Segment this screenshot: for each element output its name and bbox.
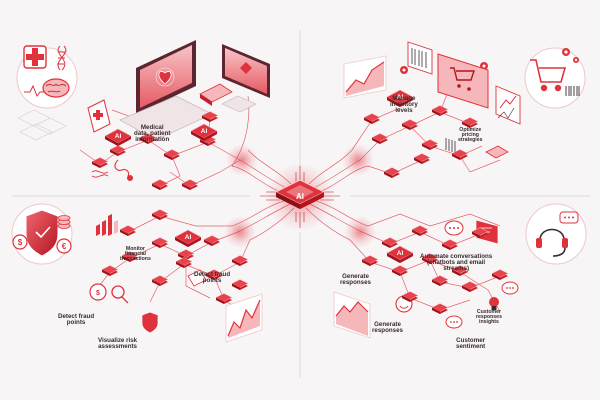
label-optimize-pricing-line3: strategies	[458, 137, 483, 144]
headset-icon	[536, 228, 568, 257]
sentiment-chart-panel	[333, 291, 371, 339]
dna-icon	[57, 45, 67, 71]
receipt-icon	[495, 85, 521, 125]
coin-stack-icon	[57, 215, 71, 229]
barcode-icon	[565, 86, 580, 96]
secondary-monitor-icon	[221, 44, 270, 113]
central-ai-label: AI	[296, 192, 304, 201]
label-optimize-pricing-line1: Optimize	[459, 127, 482, 133]
customer-service-ai-chip-label: AI	[397, 250, 404, 257]
label-generate-responses-top-line1: Generate	[342, 273, 369, 280]
label-monitor-transactions-line1: Monitor	[125, 246, 145, 252]
isometric-tiles-decor	[17, 109, 67, 141]
line-chart-icon	[343, 55, 387, 99]
quadrant-dividers	[12, 30, 590, 378]
label-automate-conversations: Automate conversations (chatbots and ema…	[420, 253, 493, 273]
label-visualize-risk-line1: Visualize risk	[98, 337, 138, 344]
healthcare-icon-circle	[16, 45, 78, 109]
healthcare-ai-chip-left-label: AI	[115, 133, 122, 140]
label-customer-sentiment-line1: Customer	[456, 337, 486, 344]
retail-ai-chip-label: AI	[397, 94, 404, 101]
label-detect-fraud-left-line1: Detect fraud	[58, 313, 95, 320]
risk-chart-panel	[225, 293, 263, 343]
label-customer-responses: Customer responses insights	[476, 309, 502, 326]
chat-bubble-c-icon	[501, 281, 519, 295]
customer-service-icon-circle	[525, 203, 587, 265]
finance-ai-chip-label: AI	[185, 234, 192, 241]
stacked-box-icon	[485, 145, 509, 159]
label-generate-responses-top-line2: responses	[340, 279, 371, 287]
heartbeat-line	[24, 84, 44, 98]
screen-device-icon	[199, 83, 233, 106]
heart-scan-icon	[155, 67, 175, 87]
label-visualize-risk-line2: assessments	[98, 343, 137, 351]
desktop-monitor-icon	[119, 40, 213, 141]
euro-coin-icon: €	[56, 238, 72, 254]
finance-icon-circle: $ €	[11, 203, 73, 265]
retail-icon-circle	[524, 47, 586, 109]
label-medical-data-line1: Medical	[140, 124, 164, 131]
label-manage-inventory-line3: levels	[395, 107, 413, 115]
label-visualize-risk: Visualize risk assessments	[98, 337, 138, 351]
magnifier-icon	[111, 285, 129, 304]
lightbulb-icon	[489, 297, 499, 310]
label-generate-responses-bottom-line1: Generate	[374, 321, 401, 328]
barcode-tag-icon	[407, 41, 433, 75]
label-optimize-pricing-line2: pricing	[461, 132, 479, 139]
shopping-cart-screen-icon	[437, 53, 489, 109]
healthcare-ai-chip-right-label: AI	[201, 128, 208, 135]
svg-text:€: €	[62, 242, 67, 251]
svg-text:$: $	[96, 290, 100, 297]
label-generate-responses-bottom-line2: responses	[372, 327, 403, 335]
label-generate-responses-bottom: Generate responses	[372, 321, 403, 335]
shopping-cart-icon	[530, 59, 567, 92]
chat-bubble-b-icon	[445, 315, 463, 329]
brain-icon	[42, 78, 70, 98]
label-detect-fraud-right-line1: Detect fraud	[194, 271, 231, 278]
coin-icon: $	[89, 283, 107, 301]
label-customer-responses-line2: responses	[476, 314, 502, 321]
label-medical-data-line2: data, patient	[134, 130, 171, 138]
security-shield-small-icon	[141, 311, 159, 334]
label-customer-sentiment: Customer sentiment	[456, 337, 486, 351]
stethoscope-icon	[114, 159, 134, 182]
label-monitor-transactions: Monitor financial transactions	[120, 246, 151, 263]
svg-text:$: $	[18, 238, 23, 247]
label-automate-conversations-line3: streams)	[443, 265, 469, 273]
label-automate-conversations-line1: Automate conversations	[420, 253, 493, 260]
label-customer-responses-line3: insights	[479, 319, 499, 326]
label-customer-sentiment-line2: sentiment	[456, 343, 486, 351]
label-detect-fraud-left: Detect fraud points	[58, 313, 95, 327]
label-detect-fraud-right-line2: points	[202, 277, 222, 285]
label-customer-responses-line1: Customer	[476, 309, 502, 315]
label-detect-fraud-left-line2: points	[66, 319, 86, 327]
label-manage-inventory-line2: inventory	[390, 101, 418, 109]
label-optimize-pricing: Optimize pricing strategies	[458, 127, 483, 144]
small-barcode-icon	[445, 138, 456, 153]
medical-record-icon	[87, 99, 111, 133]
dna-strand-icon	[91, 170, 109, 178]
dollar-coin-icon: $	[12, 234, 28, 250]
label-monitor-transactions-line3: transactions	[120, 256, 151, 263]
gear-icon	[562, 48, 579, 63]
label-monitor-transactions-line2: financial	[124, 251, 146, 258]
circuit-traces	[260, 166, 340, 228]
label-medical-data-line3: information	[135, 136, 170, 144]
label-manage-inventory-line1: Manage	[392, 95, 416, 102]
bar-chart-icon	[96, 214, 118, 236]
label-automate-conversations-line2: (chatbots and email	[427, 259, 486, 267]
chat-bubble-a-icon	[444, 220, 464, 236]
label-detect-fraud-right: Detect fraud points	[194, 271, 231, 285]
chat-bubble-icon	[559, 211, 579, 224]
label-manage-inventory: Manage inventory levels	[390, 95, 418, 115]
calculator-icon	[187, 269, 207, 287]
label-medical-data: Medical data, patient information	[134, 124, 171, 144]
label-generate-responses-top: Generate responses	[340, 273, 371, 287]
central-ai-chip	[275, 179, 325, 209]
